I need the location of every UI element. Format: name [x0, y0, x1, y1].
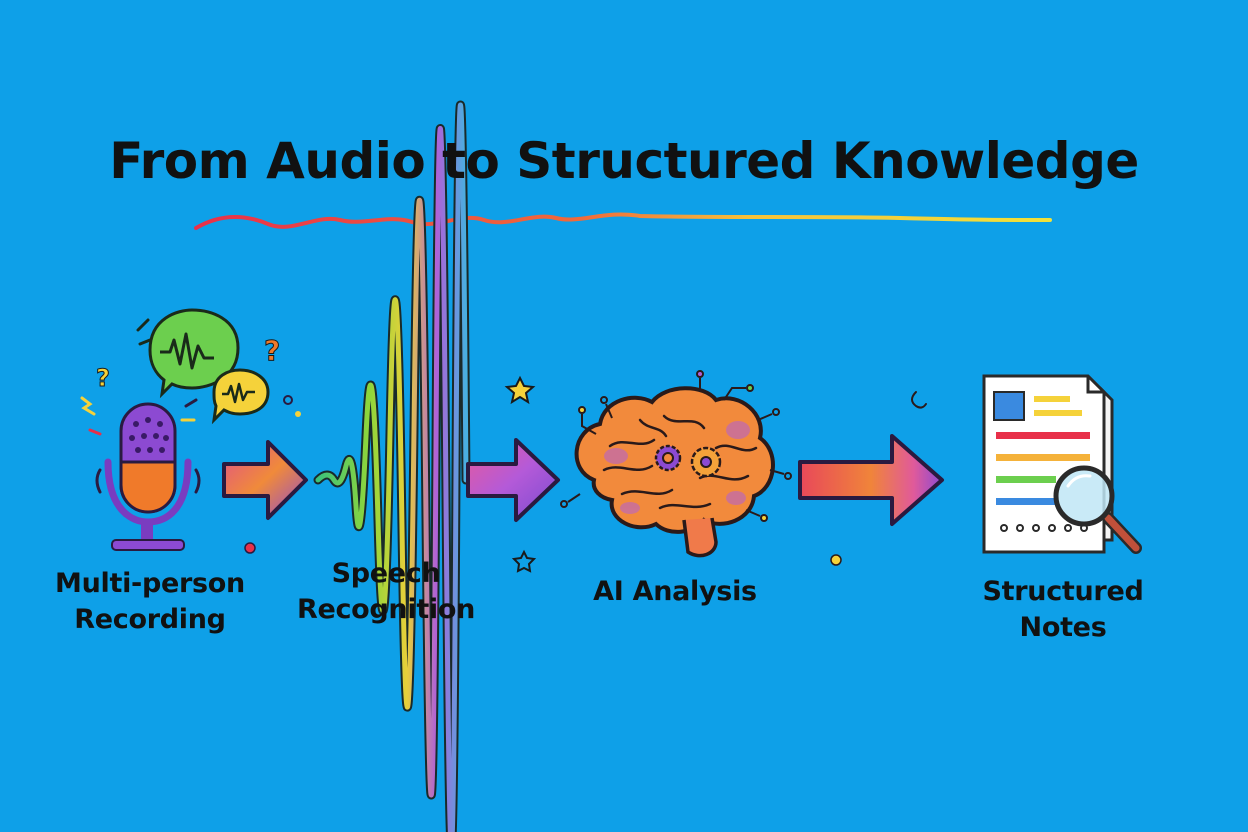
document-magnifier-icon: [982, 374, 1114, 554]
svg-text:?: ?: [96, 364, 110, 392]
speech-bubble-icon: [211, 368, 270, 425]
flow-arrow: [466, 438, 560, 522]
page-title: From Audio to Structured Knowledge: [109, 132, 1139, 190]
magnifier-icon: [1053, 465, 1142, 554]
step-label-structured-notes: Structured Notes: [982, 576, 1144, 643]
gear-icon: [690, 446, 722, 478]
gear-icon: [654, 444, 682, 472]
brain-icon: [560, 370, 792, 558]
microphone-icon: [80, 396, 201, 551]
sound-wave-icon: [313, 100, 471, 832]
step-label-ai-analysis: AI Analysis: [593, 576, 757, 607]
flow-arrow: [798, 434, 944, 526]
question-mark-icon: ?: [264, 334, 281, 368]
svg-text:?: ?: [264, 334, 280, 367]
title-underline: [194, 212, 1052, 230]
flow-arrow: [222, 440, 308, 520]
step-label-recording: Multi-person Recording: [55, 568, 245, 635]
step-label-speech-recognition: Speech Recognition: [296, 558, 476, 625]
star-icon: [511, 549, 537, 573]
question-mark-icon: ?: [96, 364, 111, 393]
decorative-dots: [244, 395, 301, 554]
star-icon: [504, 375, 536, 405]
decorative-dots: [830, 391, 927, 566]
